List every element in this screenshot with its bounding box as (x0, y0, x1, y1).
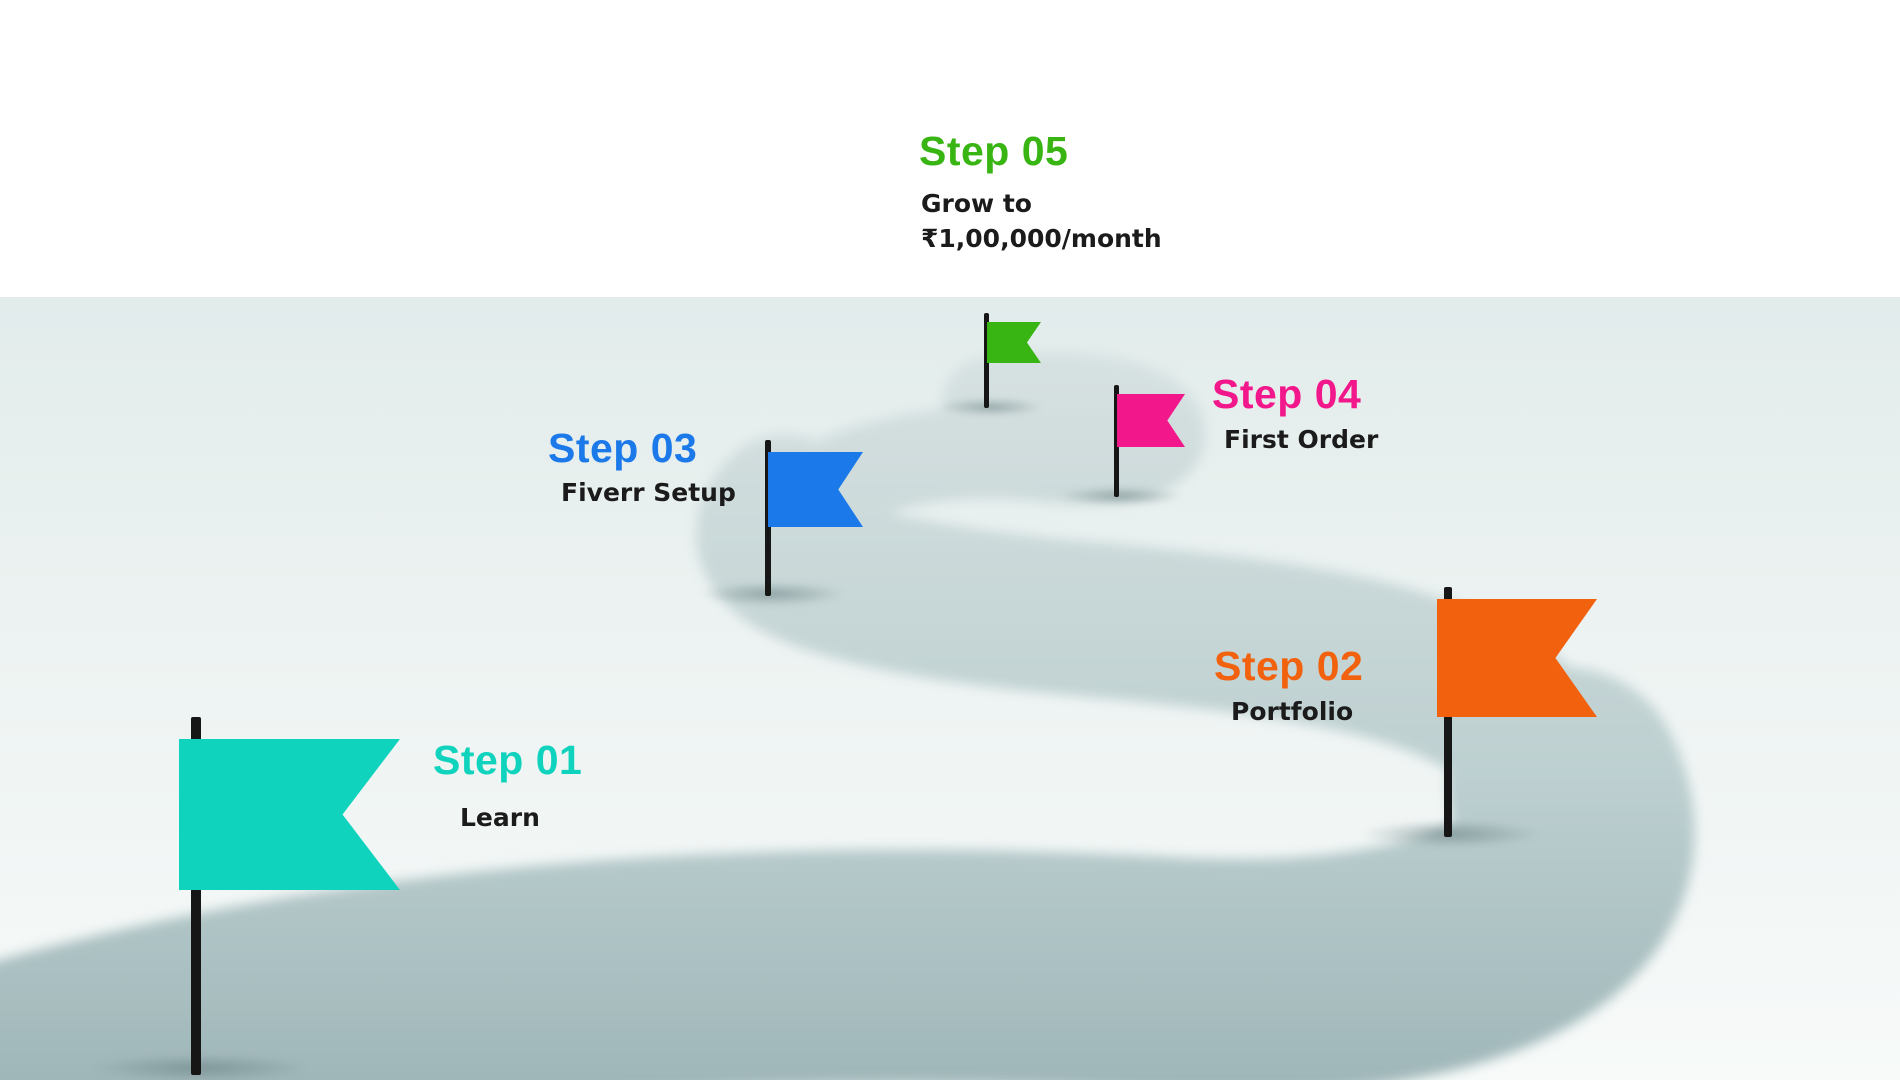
step-01-title: Step 01 (433, 737, 583, 783)
step-03-description: Fiverr Setup (561, 478, 736, 507)
step-03-title: Step 03 (548, 425, 698, 471)
step-05-shadow (938, 398, 1043, 416)
step-05-title: Step 05 (919, 128, 1069, 174)
step-05-description: Grow to ₹1,00,000/month (921, 189, 1162, 253)
step-04-description: First Order (1224, 425, 1379, 454)
step-01-flag-pole (191, 717, 201, 1075)
step-05-flag-pole (984, 313, 989, 408)
step-04-shadow (1058, 486, 1183, 506)
step-01-description: Learn (460, 803, 540, 832)
step-02-description: Portfolio (1231, 697, 1354, 726)
step-04-flag-pole (1114, 385, 1119, 497)
step-04-title: Step 04 (1212, 371, 1362, 417)
road-segment-top (739, 352, 1205, 558)
step-02-title: Step 02 (1214, 643, 1364, 689)
step-03-shadow (700, 582, 845, 606)
